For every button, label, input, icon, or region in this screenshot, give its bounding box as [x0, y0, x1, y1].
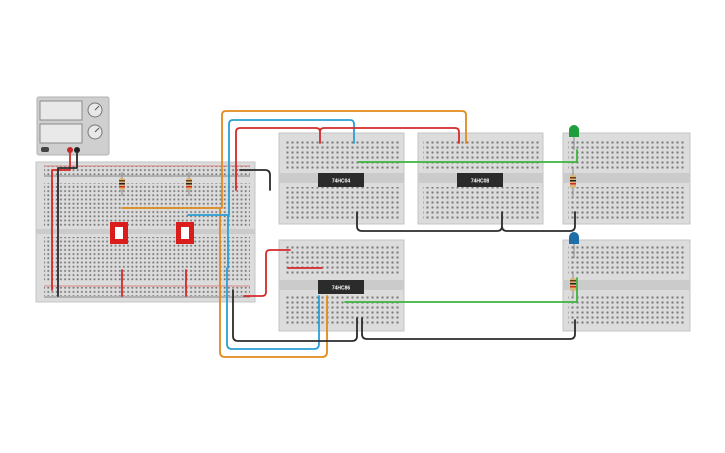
wire-black-bottom: [232, 289, 358, 342]
wire-psu-positive: [51, 151, 71, 291]
wires: [51, 110, 578, 358]
wire-blue-bottom: [226, 267, 320, 350]
wire-res1-orange: [121, 207, 221, 245]
wire-orange-top: [221, 110, 467, 209]
resistor-main-2: [186, 172, 192, 196]
slide-switch-b[interactable]: [176, 222, 194, 244]
resistor-led-green: [570, 168, 576, 196]
wire-psu-negative: [57, 151, 78, 297]
chip-74hc04[interactable]: 74HC04: [318, 173, 364, 187]
chip-74hc08[interactable]: 74HC08: [457, 173, 503, 187]
wire-red-bottom: [243, 249, 291, 297]
resistor-main-1: [119, 172, 125, 196]
wire-switch-blue: [187, 214, 229, 269]
main-breadboard[interactable]: [35, 161, 256, 303]
psu-positive-terminal[interactable]: [67, 147, 73, 153]
wire-black-top: [239, 169, 271, 191]
chip-74hc04-label: 74HC04: [332, 179, 351, 185]
wire-blue-top: [228, 119, 355, 216]
power-supply[interactable]: [36, 96, 110, 156]
resistor-led-blue: [570, 272, 576, 298]
chip-74hc08-label: 74HC08: [471, 179, 490, 185]
wire-red-top: [235, 127, 460, 191]
psu-negative-terminal[interactable]: [74, 147, 80, 153]
breadboard-top-right[interactable]: [562, 132, 691, 225]
chip-74hc86-label: 74HC86: [332, 286, 351, 292]
led-blue[interactable]: [569, 232, 579, 258]
chip-74hc86[interactable]: 74HC86: [318, 280, 364, 294]
wire-orange-bottom: [219, 245, 328, 358]
breadboard-bottom-right[interactable]: [562, 239, 691, 332]
wire-black-gnd-top: [356, 211, 576, 232]
led-green[interactable]: [569, 125, 579, 150]
slide-switch-a[interactable]: [110, 222, 128, 244]
wire-black-gnd-bottom: [361, 317, 576, 340]
